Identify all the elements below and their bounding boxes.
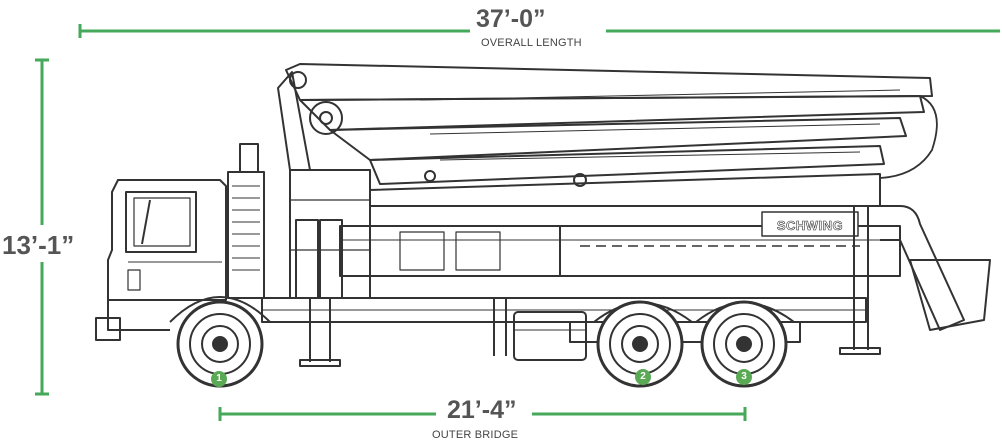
outer-bridge-value: 21’-4” — [447, 396, 517, 424]
axle-label-3: 3 — [741, 371, 747, 382]
rear-wheel-1 — [596, 300, 684, 388]
brand-label: SCHWING — [776, 218, 844, 234]
overall-length-caption: OVERALL LENGTH — [481, 37, 582, 49]
boom-arms — [277, 63, 938, 207]
boom-tower — [289, 169, 371, 299]
engine-housing — [227, 143, 265, 299]
truck-drawing — [95, 63, 991, 388]
overall-length-value: 37’-0” — [476, 5, 546, 33]
axle-marker-1 — [211, 371, 227, 387]
axle-label-2: 2 — [640, 371, 646, 382]
outrigger-box — [339, 211, 901, 277]
overall-length-dimension-line — [78, 24, 1000, 38]
hydraulic-tank — [513, 311, 587, 361]
axle-label-1: 1 — [216, 373, 222, 384]
outer-bridge-caption: OUTER BRIDGE — [432, 429, 519, 441]
height-dimension-line — [35, 58, 49, 396]
rear-wheel-2 — [700, 300, 788, 388]
outer-bridge-dimension-line — [218, 407, 747, 421]
chassis-frame — [261, 297, 867, 343]
outrigger-legs — [299, 298, 507, 367]
cab — [95, 179, 227, 341]
axle-marker-3 — [736, 369, 752, 385]
height-value: 13’-1” — [2, 230, 75, 260]
rear-hopper — [839, 205, 991, 355]
front-wheel-arch — [169, 296, 271, 323]
axle-marker-2 — [635, 369, 651, 385]
